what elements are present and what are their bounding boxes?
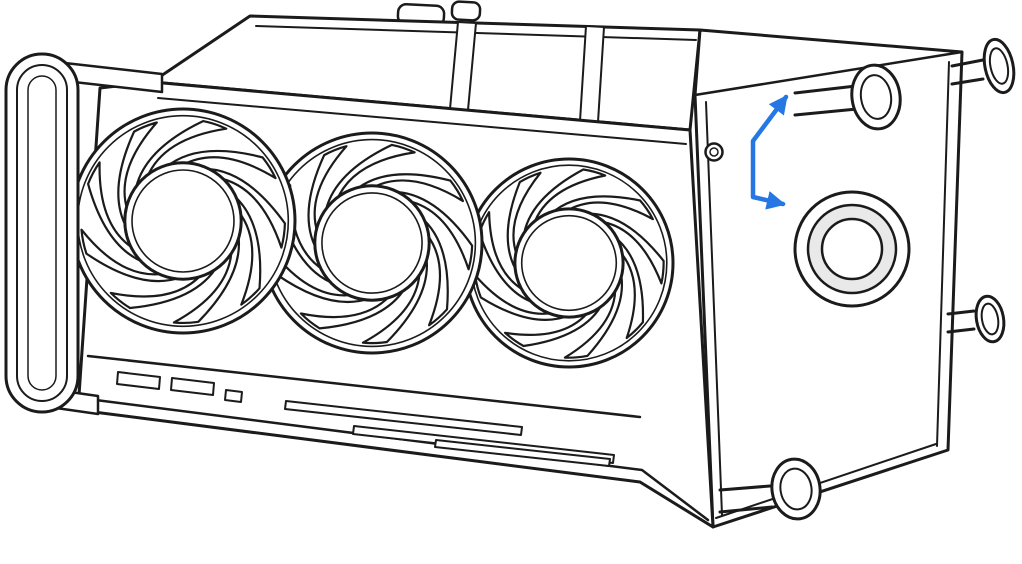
foot-shaft-line	[718, 484, 772, 492]
foot-shaft-line	[950, 58, 985, 68]
cooling-fans	[69, 107, 675, 369]
rubber-foot-bottom	[718, 457, 822, 521]
vent-bottom-edge	[78, 396, 710, 522]
right-panel-right-inset-line	[936, 61, 950, 447]
vent-slat	[284, 400, 523, 436]
power-inlet	[793, 190, 911, 308]
foot-shaft-line	[946, 309, 976, 316]
vent-slot	[116, 371, 161, 390]
vent-slot	[224, 389, 243, 403]
foot-cap-inner	[988, 47, 1010, 85]
fan-hub	[123, 161, 243, 281]
right-panel-bottom-inset-line	[715, 443, 937, 519]
security-screw	[704, 142, 724, 162]
frame-handle	[4, 52, 164, 416]
screw-socket	[709, 147, 719, 157]
fan-hub-ring	[321, 192, 423, 294]
rubber-foot-top	[793, 63, 902, 131]
fan-hub	[513, 207, 625, 319]
foot-shaft-line	[793, 84, 858, 95]
vent-slat	[434, 439, 611, 467]
foot-shaft-line	[950, 77, 985, 86]
front-face-top-band-line	[157, 97, 687, 145]
socket-bore	[820, 217, 884, 281]
rubber-foot-middle	[946, 294, 1006, 344]
foot-cap-inner	[980, 302, 1000, 336]
foot-cap-inner	[779, 467, 813, 511]
cooling-fan-3	[463, 157, 675, 369]
fan-hub-ring	[131, 169, 235, 273]
rubber-foot-corner	[950, 37, 1016, 95]
foot-shaft-line	[793, 107, 859, 117]
frame-leg-contour	[16, 64, 68, 402]
vent-grille	[78, 354, 710, 522]
chassis-top-face	[150, 14, 702, 132]
fan-hub	[313, 184, 431, 302]
screw-head	[704, 142, 724, 162]
vent-slot	[170, 377, 215, 396]
top-tab	[450, 0, 482, 22]
fan-hub-ring	[520, 214, 618, 312]
right-panel-top-crease	[693, 50, 964, 97]
vent-top-edge	[86, 354, 642, 419]
foot-shaft-line	[718, 505, 774, 514]
frame-leg-outer	[4, 52, 80, 414]
right-panel-left-inset-line	[705, 101, 723, 516]
frame-leg-contour	[27, 75, 57, 391]
foot-cap	[982, 37, 1016, 95]
foot-cap-inner	[859, 74, 893, 120]
callout-arrow-bracket	[750, 94, 789, 210]
cooling-fan-1	[69, 107, 297, 335]
foot-shaft-line	[946, 327, 976, 334]
cooling-fan-2	[260, 131, 484, 355]
callout-arrows	[750, 94, 789, 210]
foot-cap	[974, 294, 1006, 344]
